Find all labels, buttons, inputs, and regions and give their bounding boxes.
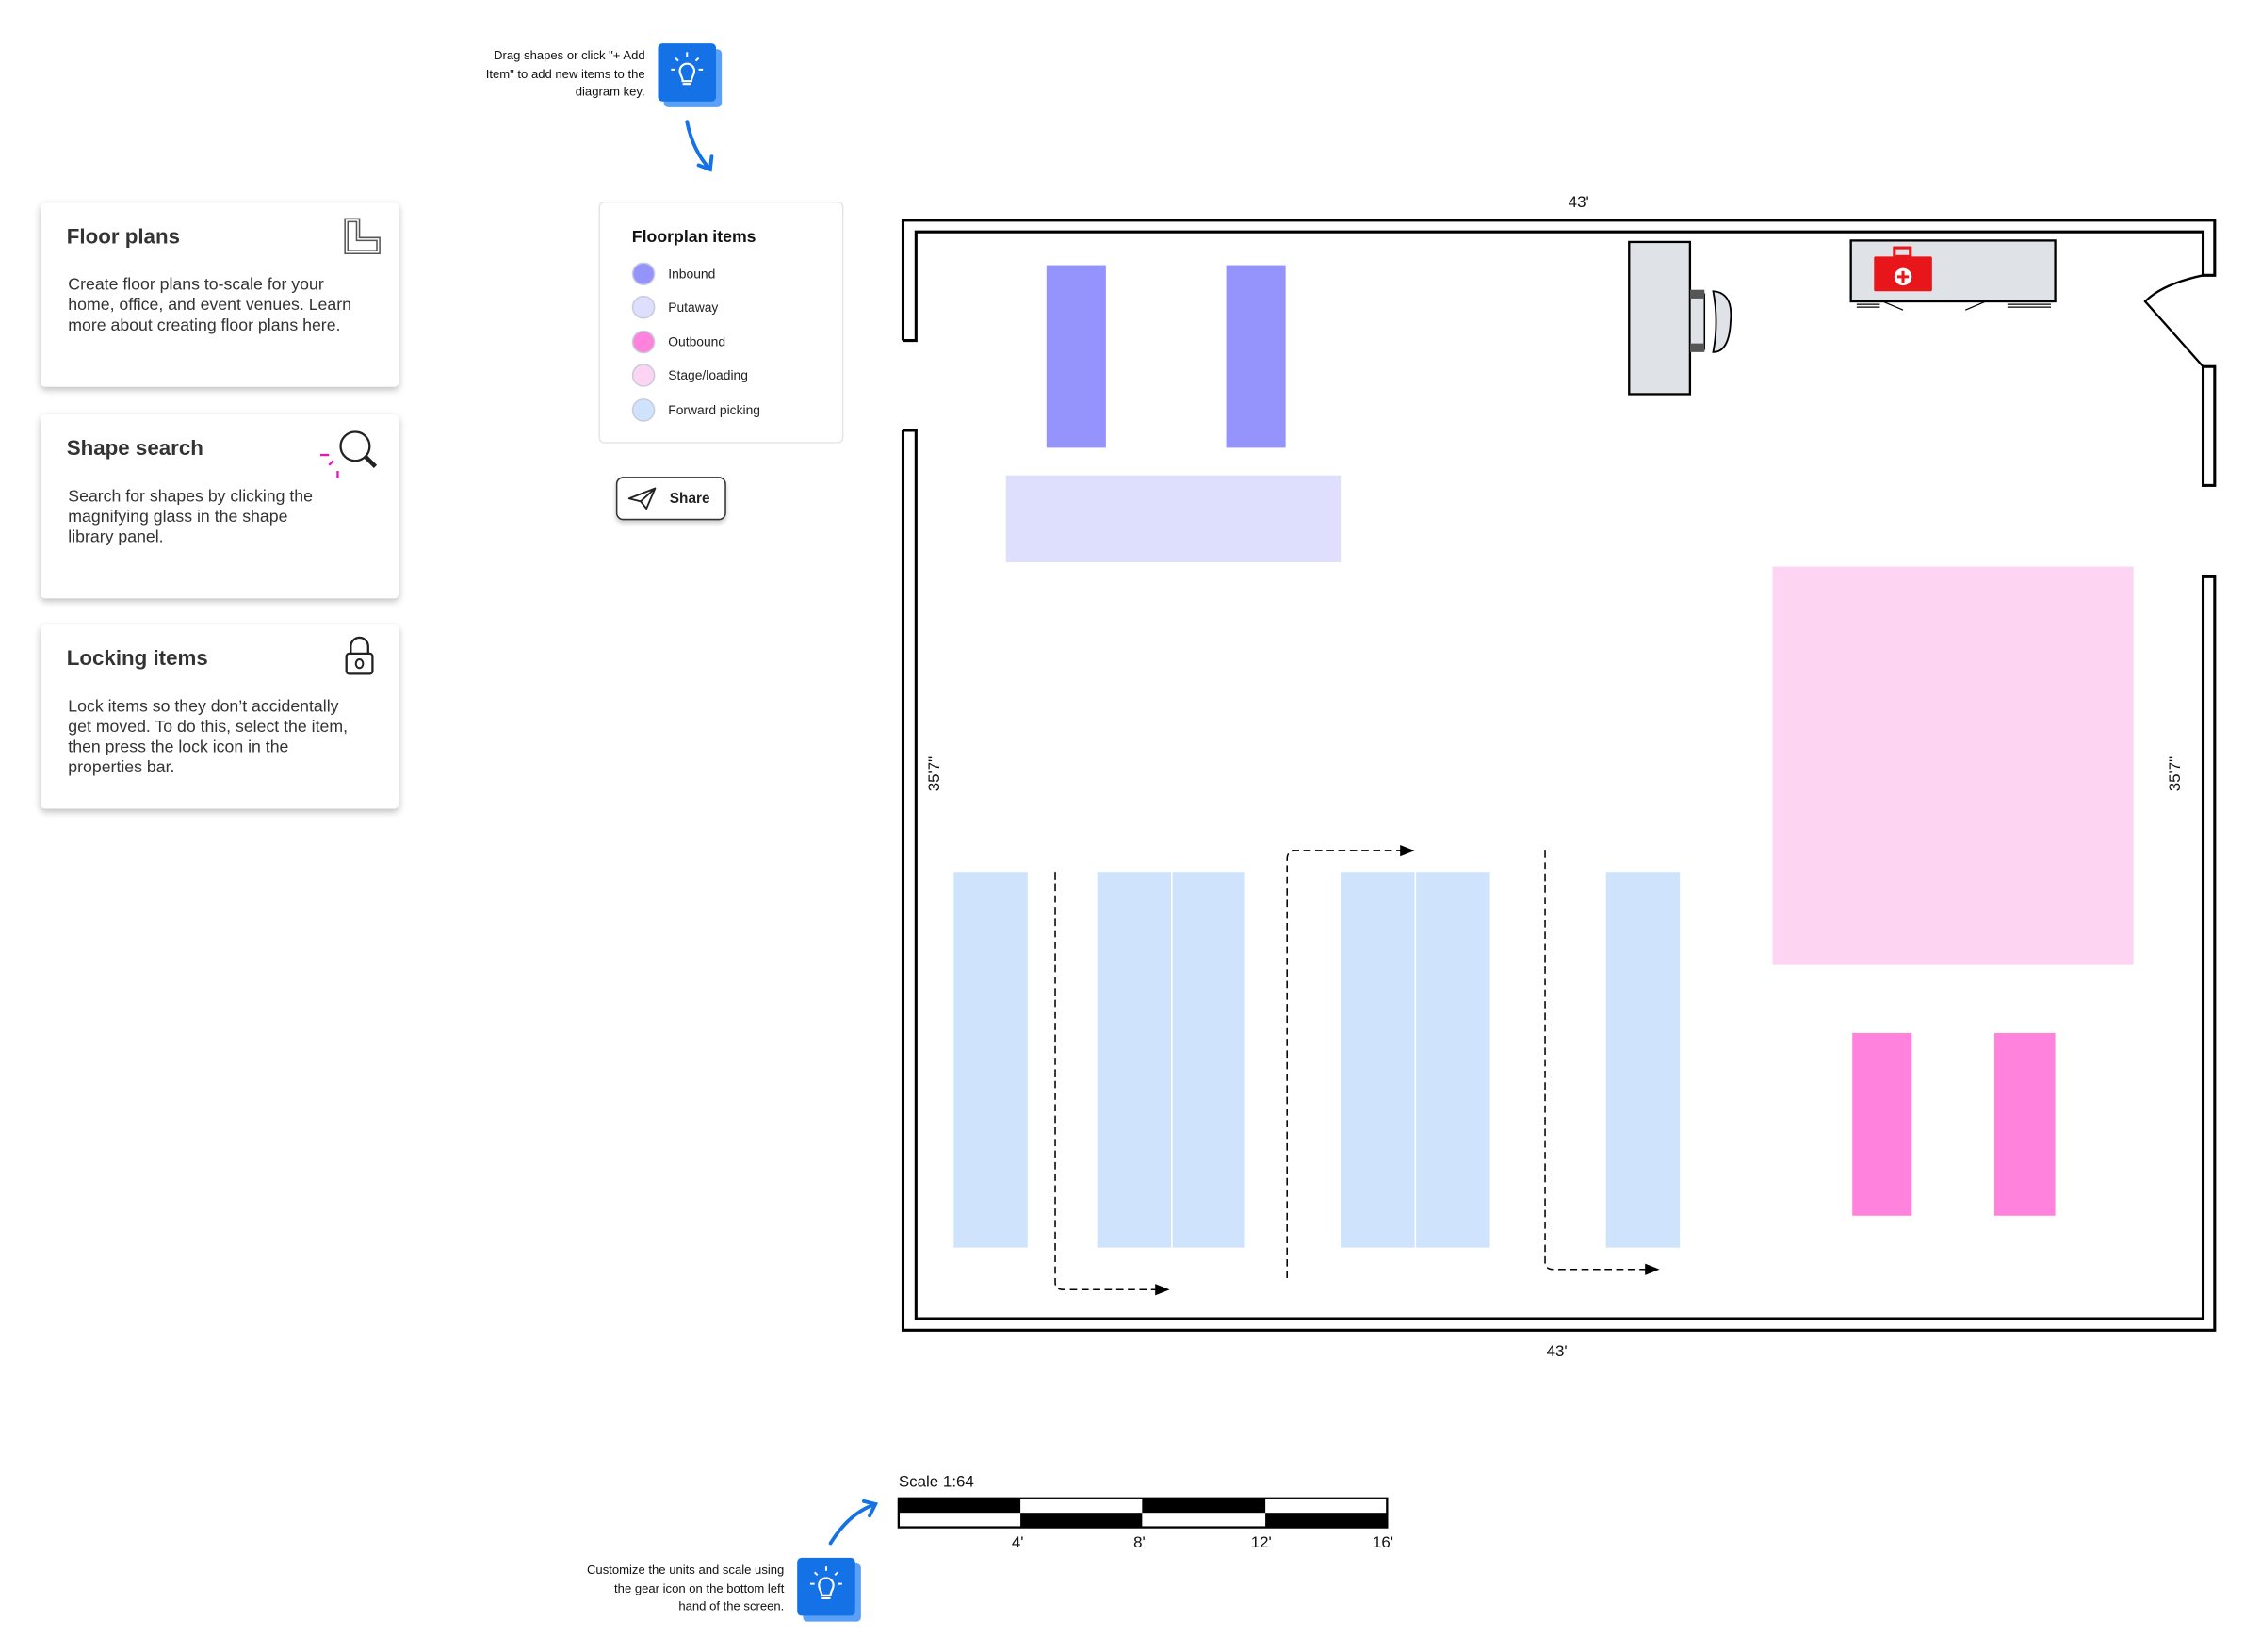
color-swatch	[631, 330, 656, 354]
forward-picking-rack[interactable]	[1097, 872, 1172, 1248]
lightbulb-icon	[797, 1557, 861, 1622]
card-title: Floor plans	[66, 226, 181, 250]
card-title: Shape search	[66, 437, 203, 462]
card-body: Search for shapes by clicking the magnif…	[68, 488, 313, 547]
magnifying-glass-icon	[320, 430, 378, 478]
legend-label: Putaway	[668, 300, 719, 315]
tip-line: hand of the screen.	[678, 1597, 785, 1613]
lightbulb-icon	[658, 43, 723, 107]
chair[interactable]	[1689, 289, 1732, 353]
forward-picking-rack[interactable]	[953, 872, 1028, 1248]
forward-picking-rack[interactable]	[1416, 872, 1490, 1248]
first-aid-icon	[1874, 246, 1932, 292]
legend-item-inbound[interactable]: Inbound	[631, 261, 716, 287]
lock-icon	[345, 636, 374, 675]
scale-bar	[897, 1497, 1389, 1529]
diagram-key[interactable]: Floorplan items Inbound Putaway Outbound…	[598, 201, 844, 444]
dimension-left: 35'7"	[926, 755, 944, 792]
legend-item-outbound[interactable]: Outbound	[631, 329, 726, 355]
scale-tick: 12'	[1250, 1534, 1272, 1552]
tip-arrow	[828, 1498, 879, 1546]
card-body: Create floor plans to-scale for your hom…	[68, 276, 351, 335]
card-floor-plans[interactable]: Floor plans Create floor plans to-scale …	[41, 202, 399, 387]
putaway-area[interactable]	[1005, 475, 1342, 562]
scale-label: Scale 1:64	[898, 1473, 974, 1492]
stage-loading-area[interactable]	[1772, 566, 2134, 965]
flow-arrow	[1054, 872, 1157, 1291]
flow-paths	[1054, 850, 1647, 1291]
legend-label: Outbound	[668, 334, 726, 349]
legend-item-stage-loading[interactable]: Stage/loading	[631, 363, 748, 389]
legend-label: Inbound	[668, 267, 716, 282]
color-swatch	[631, 398, 656, 422]
share-button[interactable]: Share	[615, 477, 726, 521]
forward-picking-racks	[953, 872, 1681, 1248]
card-body: Lock items so they don’t accidentally ge…	[68, 698, 348, 777]
first-aid-cabinet[interactable]	[1849, 239, 2057, 311]
flow-arrow	[1544, 850, 1647, 1271]
tip-text-top: Drag shapes or click "+ Add Item" to add…	[486, 46, 645, 101]
inbound-rack[interactable]	[1226, 265, 1286, 448]
color-swatch	[631, 364, 656, 387]
dimension-bottom: 43'	[1546, 1343, 1568, 1361]
legend-item-putaway[interactable]: Putaway	[631, 294, 719, 320]
arrowheads	[1155, 844, 1660, 1296]
flow-arrow	[1286, 850, 1404, 1278]
tip-line: Drag shapes or click "+ Add	[494, 47, 645, 63]
color-swatch	[631, 295, 656, 319]
paper-plane-icon	[627, 487, 657, 510]
card-shape-search[interactable]: Shape search Search for shapes by clicki…	[41, 414, 399, 599]
color-swatch	[631, 262, 656, 286]
tip-line: the gear icon on the bottom left	[614, 1579, 785, 1595]
tip-line: Item" to add new items to the	[485, 66, 645, 81]
legend-label: Stage/loading	[668, 367, 748, 383]
legend-label: Forward picking	[668, 402, 760, 418]
outbound-rack[interactable]	[1852, 1032, 1912, 1216]
share-label: Share	[669, 490, 710, 507]
scale-tick: 4'	[1011, 1534, 1024, 1552]
scale-tick: 8'	[1133, 1534, 1146, 1552]
legend-item-forward-picking[interactable]: Forward picking	[631, 397, 760, 424]
tip-line: diagram key.	[575, 84, 645, 99]
tip-text-bottom: Customize the units and scale using the …	[587, 1561, 784, 1615]
outbound-rack[interactable]	[1993, 1032, 2056, 1216]
dimension-top: 43'	[1568, 194, 1589, 212]
tip-line: Customize the units and scale using	[586, 1562, 785, 1577]
legend-title: Floorplan items	[631, 229, 756, 247]
floor-plan-icon	[344, 218, 381, 255]
tip-arrow	[685, 120, 714, 172]
door-swing	[2143, 274, 2204, 368]
dimension-right: 35'7"	[2167, 755, 2185, 792]
forward-picking-rack[interactable]	[1605, 872, 1681, 1248]
scale-tick: 16'	[1372, 1534, 1394, 1552]
card-locking-items[interactable]: Locking items Lock items so they don’t a…	[41, 624, 399, 809]
forward-picking-rack[interactable]	[1341, 872, 1415, 1248]
inbound-rack[interactable]	[1046, 265, 1106, 448]
forward-picking-rack[interactable]	[1172, 872, 1245, 1248]
card-title: Locking items	[66, 647, 208, 672]
desk[interactable]	[1628, 240, 1692, 396]
